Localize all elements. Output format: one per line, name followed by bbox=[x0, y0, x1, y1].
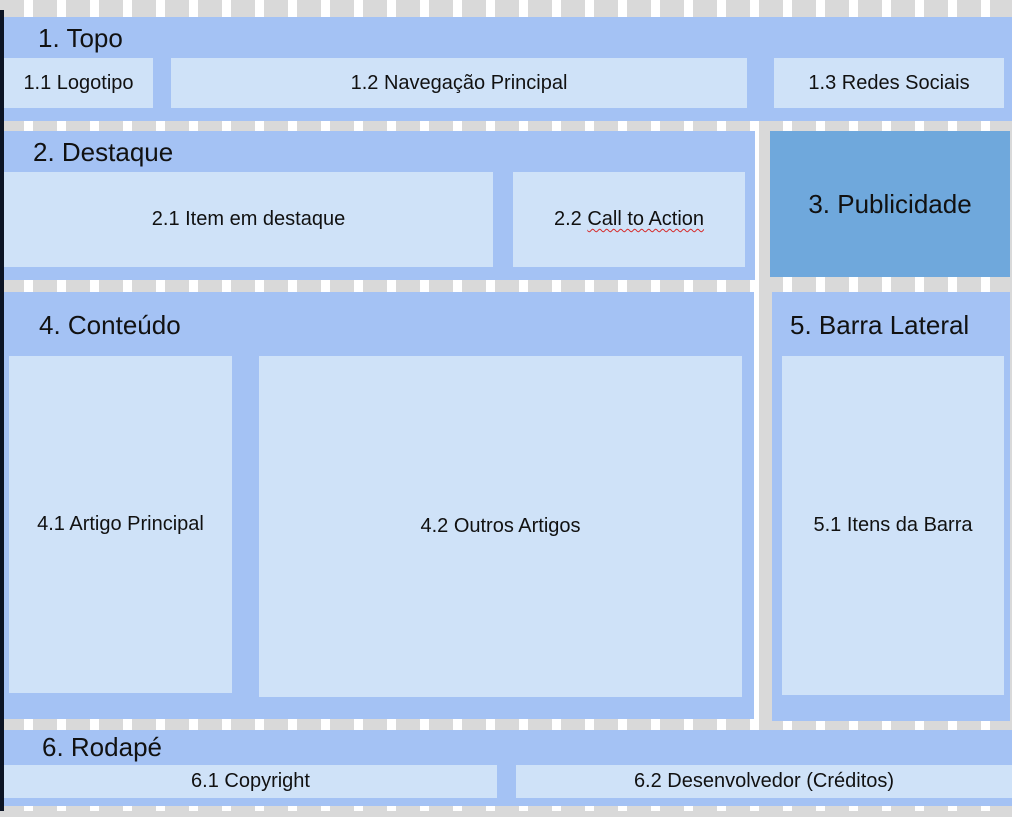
copyright-label: 6.1 Copyright bbox=[191, 770, 310, 792]
creditos-box: 6.2 Desenvolvedor (Créditos) bbox=[516, 765, 1012, 798]
rodape-title: 6. Rodapé bbox=[42, 732, 162, 762]
publicidade-title: 3. Publicidade bbox=[808, 188, 972, 219]
publicidade-section: 3. Publicidade bbox=[770, 131, 1010, 277]
call-to-action-text: Call to Action bbox=[587, 208, 705, 230]
item-destaque-box: 2.1 Item em destaque bbox=[4, 172, 493, 267]
navegacao-label: 1.2 Navegação Principal bbox=[350, 71, 568, 94]
left-edge bbox=[0, 10, 4, 817]
call-to-action-prefix: 2.2 bbox=[553, 208, 588, 230]
call-to-action-label: 2.2 Call to Action bbox=[554, 208, 704, 231]
outros-artigos-box: 4.2 Outros Artigos bbox=[259, 356, 742, 697]
artigo-principal-label: 4.1 Artigo Principal bbox=[37, 513, 204, 535]
creditos-label: 6.2 Desenvolvedor (Créditos) bbox=[633, 770, 895, 792]
conteudo-title: 4. Conteúdo bbox=[39, 310, 181, 340]
outros-artigos-label: 4.2 Outros Artigos bbox=[420, 515, 581, 537]
redes-sociais-label: 1.3 Redes Sociais bbox=[808, 71, 970, 94]
bottom-edge bbox=[0, 811, 1012, 817]
redes-sociais-box: 1.3 Redes Sociais bbox=[774, 58, 1004, 108]
logotipo-label: 1.1 Logotipo bbox=[23, 71, 134, 94]
copyright-box: 6.1 Copyright bbox=[4, 765, 497, 798]
itens-barra-label: 5.1 Itens da Barra bbox=[813, 514, 973, 536]
destaque-title: 2. Destaque bbox=[33, 137, 174, 167]
logotipo-box: 1.1 Logotipo bbox=[4, 58, 153, 108]
itens-barra-box: 5.1 Itens da Barra bbox=[782, 356, 1004, 695]
call-to-action-box: 2.2 Call to Action bbox=[513, 172, 745, 267]
item-destaque-label: 2.1 Item em destaque bbox=[151, 208, 346, 230]
navegacao-box: 1.2 Navegação Principal bbox=[171, 58, 747, 108]
topo-title: 1. Topo bbox=[38, 23, 123, 53]
barra-lateral-title: 5. Barra Lateral bbox=[790, 310, 970, 340]
artigo-principal-box: 4.1 Artigo Principal bbox=[9, 356, 232, 693]
